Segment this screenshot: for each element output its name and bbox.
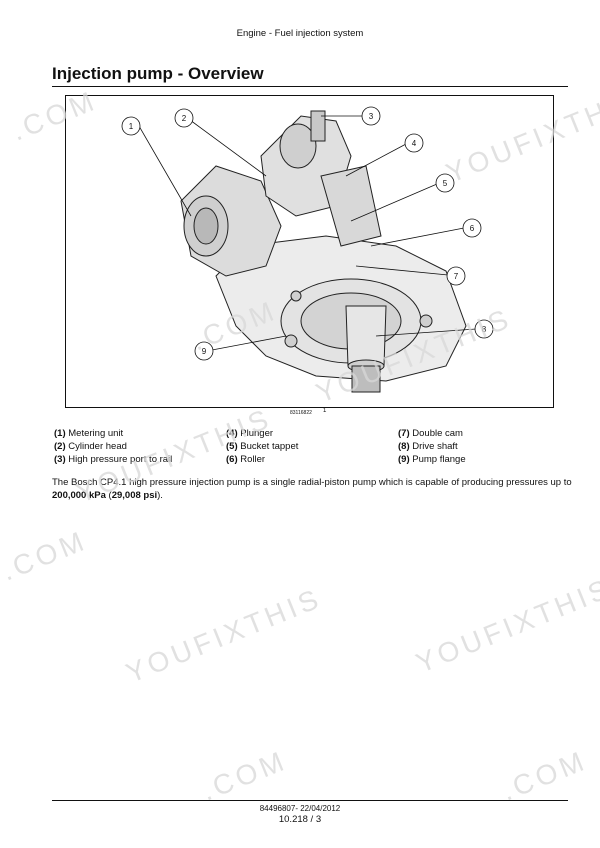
callout-6: 6 xyxy=(370,218,482,247)
legend-item: (3) High pressure port to rail xyxy=(54,454,173,465)
watermark: .COM xyxy=(197,744,292,807)
svg-text:9: 9 xyxy=(202,347,207,356)
legend-item: (5) Bucket tappet xyxy=(226,441,299,452)
legend-item: (7) Double cam xyxy=(398,428,463,439)
figure-number: 1 xyxy=(323,408,327,414)
svg-text:6: 6 xyxy=(470,224,475,233)
callout-1: 1 xyxy=(121,116,192,217)
svg-text:2: 2 xyxy=(182,114,187,123)
page-number: 10.218 / 3 xyxy=(278,814,322,825)
description-paragraph: The Bosch CP4.1 high pressure injection … xyxy=(52,477,572,501)
callout-2: 2 xyxy=(174,108,267,177)
running-header: Engine - Fuel injection system xyxy=(236,28,364,39)
legend-item: (2) Cylinder head xyxy=(54,441,127,452)
watermark: YOUFIXTHIS xyxy=(121,582,327,689)
svg-text:5: 5 xyxy=(443,179,448,188)
callout-7: 7 xyxy=(355,265,466,286)
svg-text:4: 4 xyxy=(412,139,417,148)
legend-item: (4) Plunger xyxy=(226,428,274,439)
figure-image-id: 83116822 xyxy=(290,410,312,416)
svg-text:7: 7 xyxy=(454,272,459,281)
section-title: Injection pump - Overview xyxy=(52,64,264,83)
watermark: .COM xyxy=(497,744,592,807)
document-code: 84496807- 22/04/2012 xyxy=(259,804,341,813)
callout-5: 5 xyxy=(350,173,455,222)
svg-text:1: 1 xyxy=(129,122,134,131)
pump-illustration: 1 2 3 4 5 xyxy=(121,106,494,393)
legend-item: (6) Roller xyxy=(226,454,266,465)
legend-item: (8) Drive shaft xyxy=(398,441,458,452)
legend-item: (1) Metering unit xyxy=(54,428,124,439)
callout-3: 3 xyxy=(321,106,381,126)
svg-text:3: 3 xyxy=(369,112,374,121)
title-rule xyxy=(52,86,568,87)
callout-4: 4 xyxy=(345,133,424,177)
pump-figure: 1 2 3 4 5 xyxy=(65,95,554,408)
svg-text:8: 8 xyxy=(482,325,487,334)
legend-item: (9) Pump flange xyxy=(398,454,466,465)
footer-rule xyxy=(52,800,568,801)
callout-8: 8 xyxy=(375,319,494,339)
watermark: .COM xyxy=(0,524,92,587)
watermark: YOUFIXTHIS xyxy=(411,572,600,679)
callout-9: 9 xyxy=(194,335,287,361)
